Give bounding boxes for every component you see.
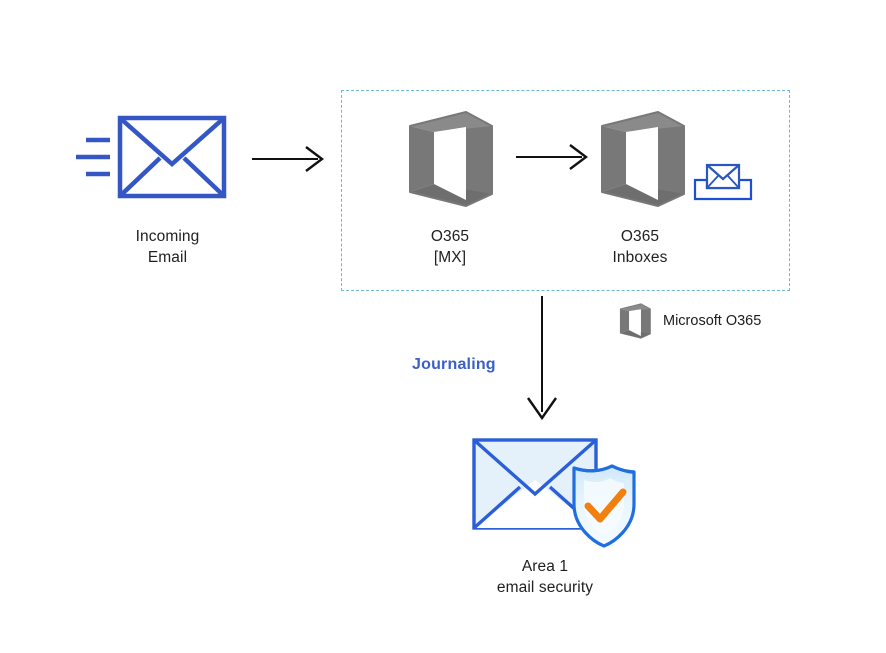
office365-logo-icon — [409, 111, 493, 207]
legend-label: Microsoft O365 — [663, 313, 762, 329]
inbox-tray-icon — [693, 163, 753, 201]
o365-mx-label: O365 [MX] — [430, 228, 470, 266]
o365-mx-node — [404, 110, 496, 208]
area1-email-security-label: Area 1 email security — [496, 558, 594, 596]
journaling-edge-label: Journaling — [412, 356, 496, 373]
o365-inboxes-label: O365 Inboxes — [612, 228, 668, 266]
arrow-right-icon — [516, 144, 588, 170]
area1-email-security-node — [468, 432, 640, 550]
arrow-mx-to-inboxes — [516, 140, 592, 174]
legend-microsoft-o365: Microsoft O365 — [618, 303, 761, 339]
inbox-tray-node — [692, 158, 754, 206]
arrow-incoming-to-mx — [252, 142, 328, 176]
shielded-envelope-icon — [472, 438, 636, 548]
arrow-journaling-down — [518, 296, 566, 422]
microsoft-o365-boundary — [341, 90, 790, 291]
o365-inboxes-node — [596, 110, 688, 208]
office365-logo-icon — [619, 303, 651, 339]
check-icon — [584, 488, 627, 523]
incoming-email-label: Incoming Email — [135, 228, 200, 266]
envelope-icon — [76, 115, 227, 199]
office365-logo-icon — [601, 111, 685, 207]
arrow-right-icon — [252, 146, 324, 172]
incoming-email-node — [70, 112, 230, 212]
arrow-down-icon — [527, 296, 557, 421]
